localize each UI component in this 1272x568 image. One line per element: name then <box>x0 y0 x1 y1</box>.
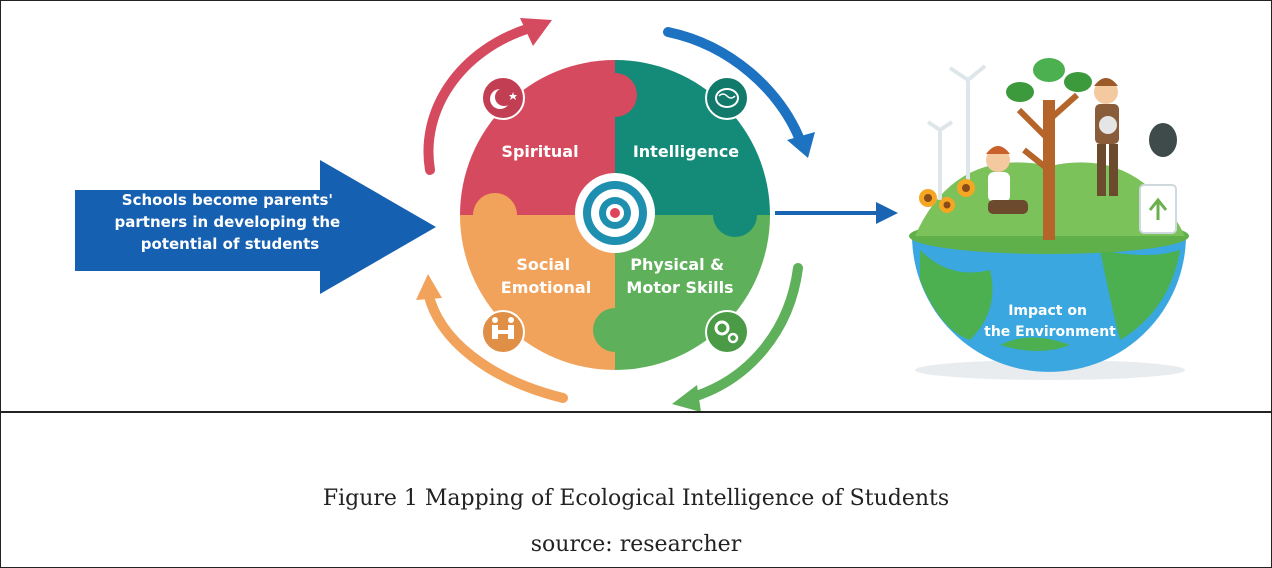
brain-icon <box>705 76 749 120</box>
environment-illustration: Impact on the Environment <box>909 58 1189 380</box>
input-arrow: Schools become parents' partners in deve… <box>75 160 436 294</box>
connector-arrow <box>775 202 898 224</box>
handshake-icon <box>481 310 525 354</box>
figure-caption: Figure 1 Mapping of Ecological Intellige… <box>322 486 950 511</box>
recycle-icon <box>1139 123 1177 234</box>
child-standing <box>1094 78 1119 196</box>
gears-icon <box>705 310 749 354</box>
quadrant-label-spiritual: Spiritual <box>501 142 578 161</box>
sunflowers <box>919 179 975 213</box>
diagram: Schools become parents' partners in deve… <box>75 18 1189 412</box>
crescent-star-icon <box>481 76 525 120</box>
puzzle-circle: Spiritual Intelligence Social Emotional … <box>460 60 770 370</box>
caption-divider <box>0 411 1272 413</box>
figure-source: source: researcher <box>530 532 742 557</box>
wind-turbine-icon <box>926 64 987 200</box>
quadrant-label-intelligence: Intelligence <box>633 142 739 161</box>
input-arrow-label: Schools become parents' partners in deve… <box>115 191 346 253</box>
cycle-arrows <box>416 18 815 412</box>
output-label: Impact on the Environment <box>984 303 1116 340</box>
quadrant-label-physical-motor: Physical & Motor Skills <box>626 255 733 297</box>
target-icon <box>575 173 655 253</box>
child-planting <box>986 146 1028 214</box>
quadrant-label-social-emotional: Social Emotional <box>501 255 591 297</box>
